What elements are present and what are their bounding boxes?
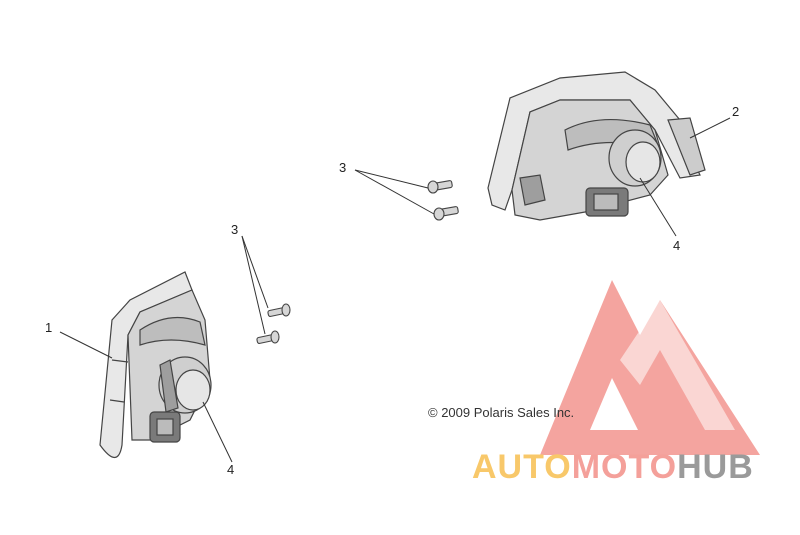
watermark-logo-icon [540, 280, 760, 455]
callout-3-right: 3 [339, 160, 347, 175]
leader-lines [59, 117, 731, 463]
wordmark-moto: MOTO [571, 448, 678, 486]
left-lamp-assembly [99, 271, 212, 459]
wordmark-auto: AUTO [472, 448, 572, 486]
copyright-notice: © 2009 Polaris Sales Inc. [428, 405, 575, 420]
watermark-wordmark: AUTOMOTOHUB [472, 450, 754, 484]
callout-4-right: 4 [673, 238, 681, 253]
wordmark-hub: HUB [677, 448, 754, 486]
callout-4-left: 4 [227, 462, 235, 477]
right-lamp-housing [487, 71, 701, 211]
callout-3-left: 3 [231, 222, 239, 237]
left-lamp-housing [99, 271, 193, 459]
callout-1: 1 [45, 320, 53, 335]
right-lamp-assembly [487, 71, 706, 221]
callout-2: 2 [732, 104, 740, 119]
right-screws [427, 180, 459, 221]
left-screws [256, 303, 291, 344]
